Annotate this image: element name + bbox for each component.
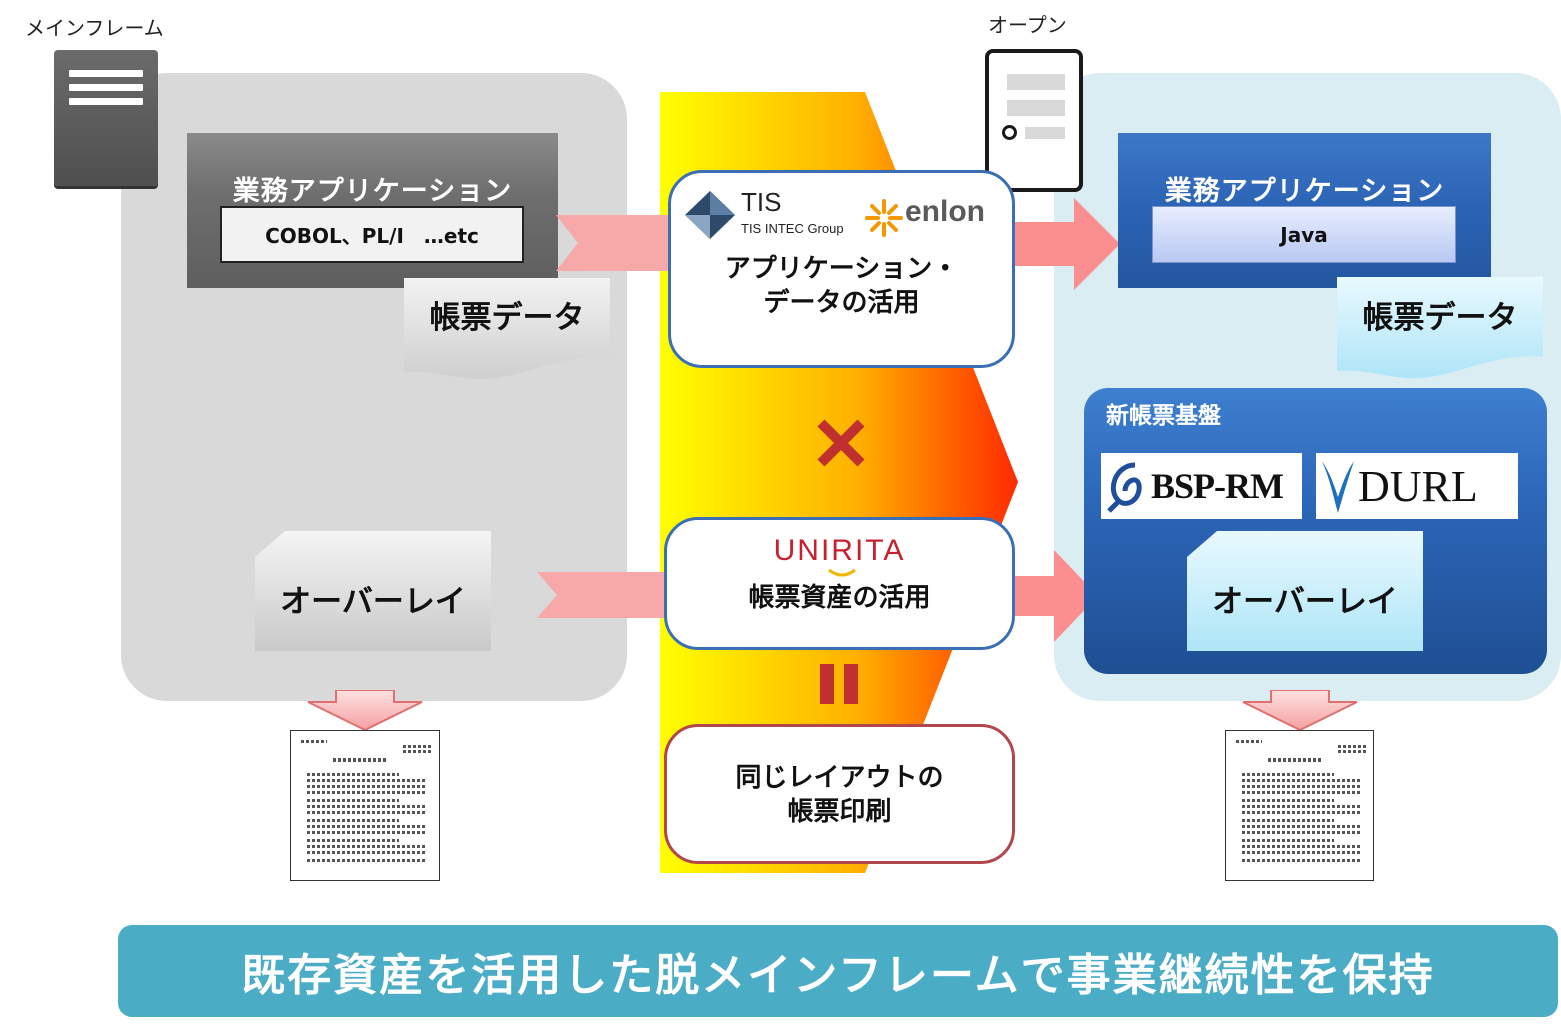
box3-line2: 帳票印刷 <box>787 797 892 827</box>
same-layout-print-box: 同じレイアウトの 帳票印刷 <box>664 724 1015 864</box>
open-label: オープン <box>988 13 1067 37</box>
mainframe-server-icon <box>54 50 158 186</box>
open-server-icon <box>985 49 1083 192</box>
tis-logo-text: TIS <box>741 187 782 217</box>
bsp-rm-logo-text: BSP-RM <box>1151 466 1284 506</box>
open-language: Java <box>1152 206 1456 263</box>
new-form-platform-title: 新帳票基盤 <box>1106 403 1221 429</box>
mainframe-overlay-doc <box>255 531 491 651</box>
durl-logo-icon <box>1322 461 1354 513</box>
mainframe-form-data-label: 帳票データ <box>429 300 585 336</box>
durl-logo-text: DURL <box>1358 462 1478 511</box>
down-arrow-icon <box>307 690 423 730</box>
box2-text: 帳票資産の活用 <box>748 583 931 613</box>
box3-line1: 同じレイアウトの <box>735 763 944 793</box>
box1-line1: アプリケーション・ <box>724 254 959 284</box>
multiply-icon <box>817 419 865 467</box>
right-arrow-icon <box>556 215 674 271</box>
right-arrow-icon <box>1012 550 1098 642</box>
tis-logo-icon <box>685 191 735 239</box>
enlon-logo-icon <box>865 199 903 237</box>
bsp-rm-logo: BSP-RM <box>1101 453 1302 519</box>
enlon-logo-text: enlon <box>905 195 985 228</box>
form-asset-utilization-box: UNIRITA 帳票資産の活用 <box>664 517 1015 650</box>
open-overlay-doc <box>1187 531 1423 651</box>
down-arrow-icon <box>1242 690 1358 730</box>
printed-form-icon <box>290 730 440 881</box>
durl-logo: DURL <box>1316 453 1518 519</box>
open-app-title: 業務アプリケーション <box>1164 176 1445 207</box>
right-arrow-icon <box>537 572 667 618</box>
mainframe-form-data-doc <box>404 278 610 380</box>
printed-form-icon <box>1225 730 1374 881</box>
unirita-logo: UNIRITA <box>773 534 906 567</box>
box1-line2: データの活用 <box>763 288 920 318</box>
mainframe-app-title: 業務アプリケーション <box>232 176 513 207</box>
right-arrow-icon <box>1012 198 1120 290</box>
summary-banner: 既存資産を活用した脱メインフレームで事業継続性を保持 <box>118 925 1558 1017</box>
equals-icon <box>820 664 858 704</box>
app-data-utilization-box: TIS TIS INTEC Group enlon アプリケーション・ データの… <box>668 170 1015 368</box>
tis-logo-subtext: TIS INTEC Group <box>741 221 844 236</box>
unirita-smile-icon <box>828 568 856 577</box>
open-overlay-label: オーバーレイ <box>1212 584 1398 620</box>
mainframe-overlay-label: オーバーレイ <box>280 584 466 620</box>
bsp-rm-logo-icon <box>1107 462 1142 513</box>
mainframe-label: メインフレーム <box>25 16 164 40</box>
open-form-data-label: 帳票データ <box>1362 300 1518 336</box>
open-form-data-doc <box>1337 277 1543 379</box>
mainframe-languages: COBOL、PL/I …etc <box>220 206 524 263</box>
